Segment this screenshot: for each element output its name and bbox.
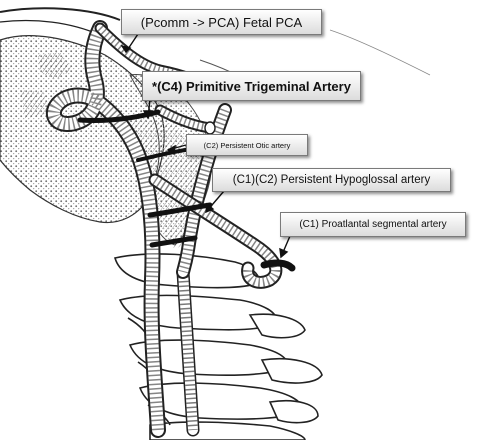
label-persistent-hypoglossal-artery: (C1)(C2) Persistent Hypoglossal artery (212, 168, 451, 192)
label-primitive-trigeminal-artery: *(C4) Primitive Trigeminal Artery (142, 71, 361, 101)
label-fetal-pca: (Pcomm -> PCA) Fetal PCA (121, 9, 322, 35)
proatlantal-anastomosis (149, 235, 198, 248)
label-proatlantal-segmental-artery: (C1) Proatlantal segmental artery (280, 212, 466, 237)
proatlantal-segment (260, 259, 296, 272)
vertebral-artery (176, 265, 200, 437)
trigeminal-anastomosis (77, 109, 161, 123)
hypoglossal-anastomosis (147, 202, 213, 218)
internal-carotid-artery (45, 20, 166, 438)
label-persistent-otic-artery: (C2) Persistent Otic artery (186, 134, 308, 156)
callout-leaders (120, 33, 291, 259)
